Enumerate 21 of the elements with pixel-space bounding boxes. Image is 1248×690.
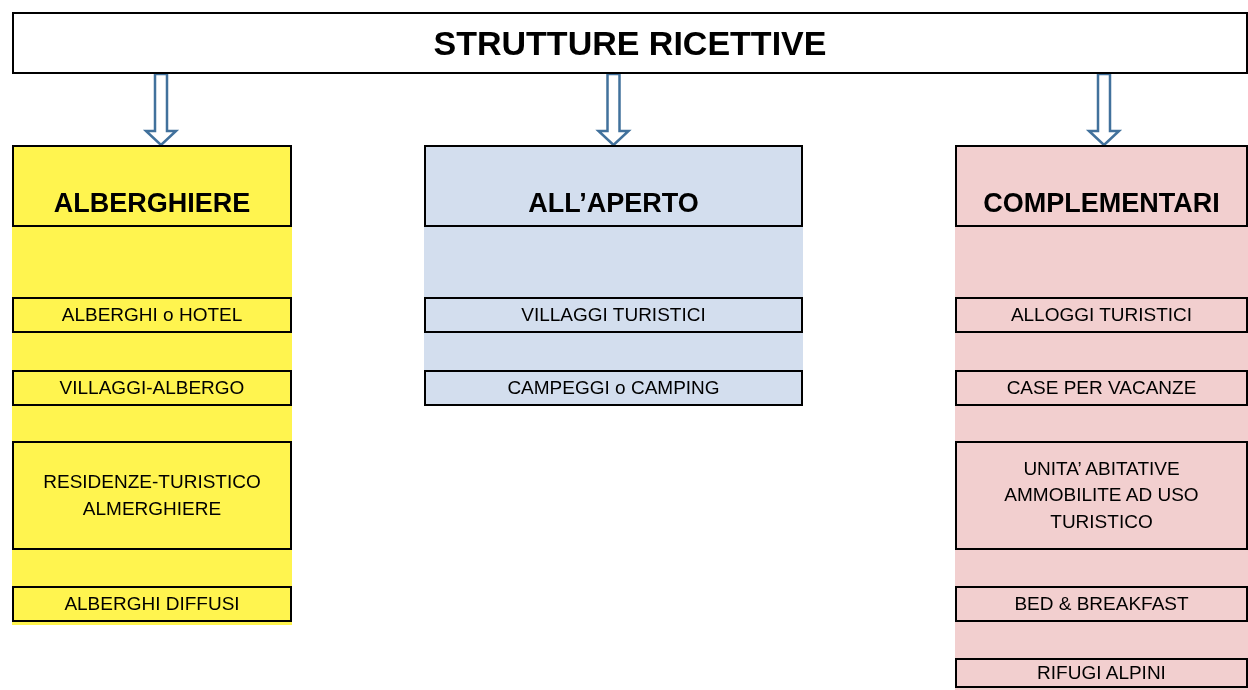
- category-item-box: RESIDENZE-TURISTICO ALMERGHIERE: [12, 441, 292, 550]
- category-item-box: BED & BREAKFAST: [955, 586, 1248, 622]
- category-heading: COMPLEMENTARI: [955, 145, 1248, 227]
- category-item-box: ALBERGHI o HOTEL: [12, 297, 292, 333]
- block-arrow: [595, 72, 632, 147]
- block-arrow: [1085, 72, 1123, 147]
- category-panel: [12, 145, 292, 625]
- category-heading: ALBERGHIERE: [12, 145, 292, 227]
- category-item-box: CASE PER VACANZE: [955, 370, 1248, 406]
- category-item-box: CAMPEGGI o CAMPING: [424, 370, 803, 406]
- category-panel: [424, 145, 803, 405]
- category-panel: [955, 145, 1248, 690]
- category-item-box: RIFUGI ALPINI: [955, 658, 1248, 688]
- category-item-box: UNITA’ ABITATIVE AMMOBILITE AD USO TURISTICO: [955, 441, 1248, 550]
- category-item-box: ALLOGGI TURISTICI: [955, 297, 1248, 333]
- block-arrow: [142, 72, 180, 147]
- category-item-box: ALBERGHI DIFFUSI: [12, 586, 292, 622]
- category-item-box: VILLAGGI-ALBERGO: [12, 370, 292, 406]
- title-box: STRUTTURE RICETTIVE: [12, 12, 1248, 74]
- category-item-box: VILLAGGI TURISTICI: [424, 297, 803, 333]
- category-heading: ALL’APERTO: [424, 145, 803, 227]
